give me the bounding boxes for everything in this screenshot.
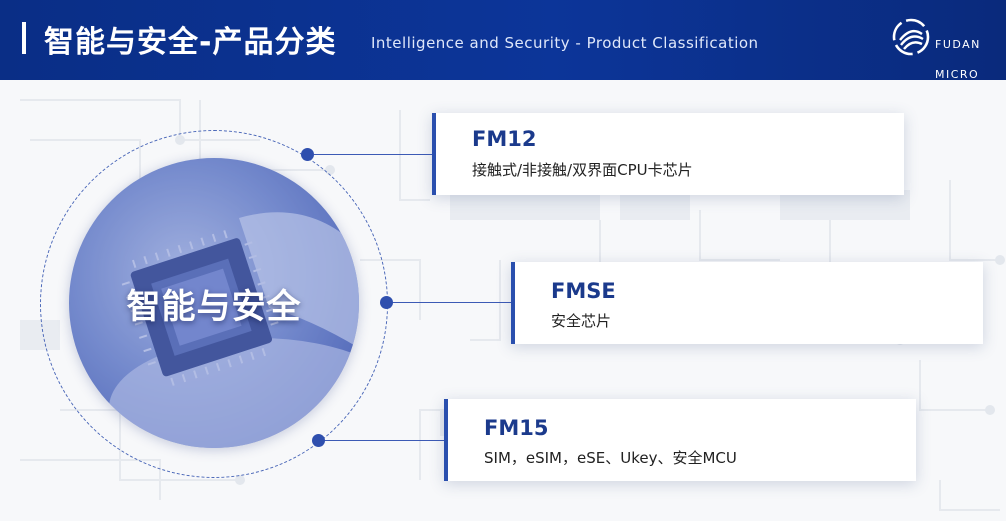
product-description: 安全芯片 (551, 312, 612, 330)
logo-text: FUDAN MICRO (935, 22, 981, 80)
product-description: 接触式/非接触/双界面CPU卡芯片 (472, 161, 693, 179)
hero-chip-image: 智能与安全 (69, 158, 359, 448)
hero-label: 智能与安全 (126, 287, 302, 327)
logo-text-line2: MICRO (935, 68, 980, 80)
card-accent-bar (444, 399, 448, 481)
card-accent-bar (432, 113, 436, 195)
connector-line-fmse (392, 302, 514, 303)
connector-line-fm12 (314, 154, 434, 155)
chip-illustration (69, 158, 359, 448)
card-accent-bar (511, 262, 515, 344)
connector-dot-fm12 (301, 148, 314, 161)
product-name: FM15 (484, 416, 549, 440)
product-name: FMSE (551, 279, 616, 303)
product-description: SIM，eSIM，eSE、Ukey、安全MCU (484, 449, 737, 467)
fudan-micro-logo: FUDAN MICRO (892, 18, 992, 80)
header-banner: 智能与安全-产品分类 Intelligence and Security - P… (0, 0, 1006, 80)
connector-dot-fm15 (312, 434, 325, 447)
product-card-fm12[interactable]: FM12 接触式/非接触/双界面CPU卡芯片 (432, 113, 904, 195)
product-name: FM12 (472, 127, 537, 151)
connector-dot-fmse (380, 296, 393, 309)
page-title: 智能与安全-产品分类 (44, 25, 337, 60)
page-subtitle: Intelligence and Security - Product Clas… (371, 34, 759, 52)
connector-line-fm15 (324, 440, 447, 441)
fudan-logo-icon (892, 18, 930, 56)
title-accent-bar (22, 22, 26, 54)
product-card-fmse[interactable]: FMSE 安全芯片 (511, 262, 983, 344)
product-card-fm15[interactable]: FM15 SIM，eSIM，eSE、Ukey、安全MCU (444, 399, 916, 481)
logo-text-line1: FUDAN (935, 38, 981, 51)
